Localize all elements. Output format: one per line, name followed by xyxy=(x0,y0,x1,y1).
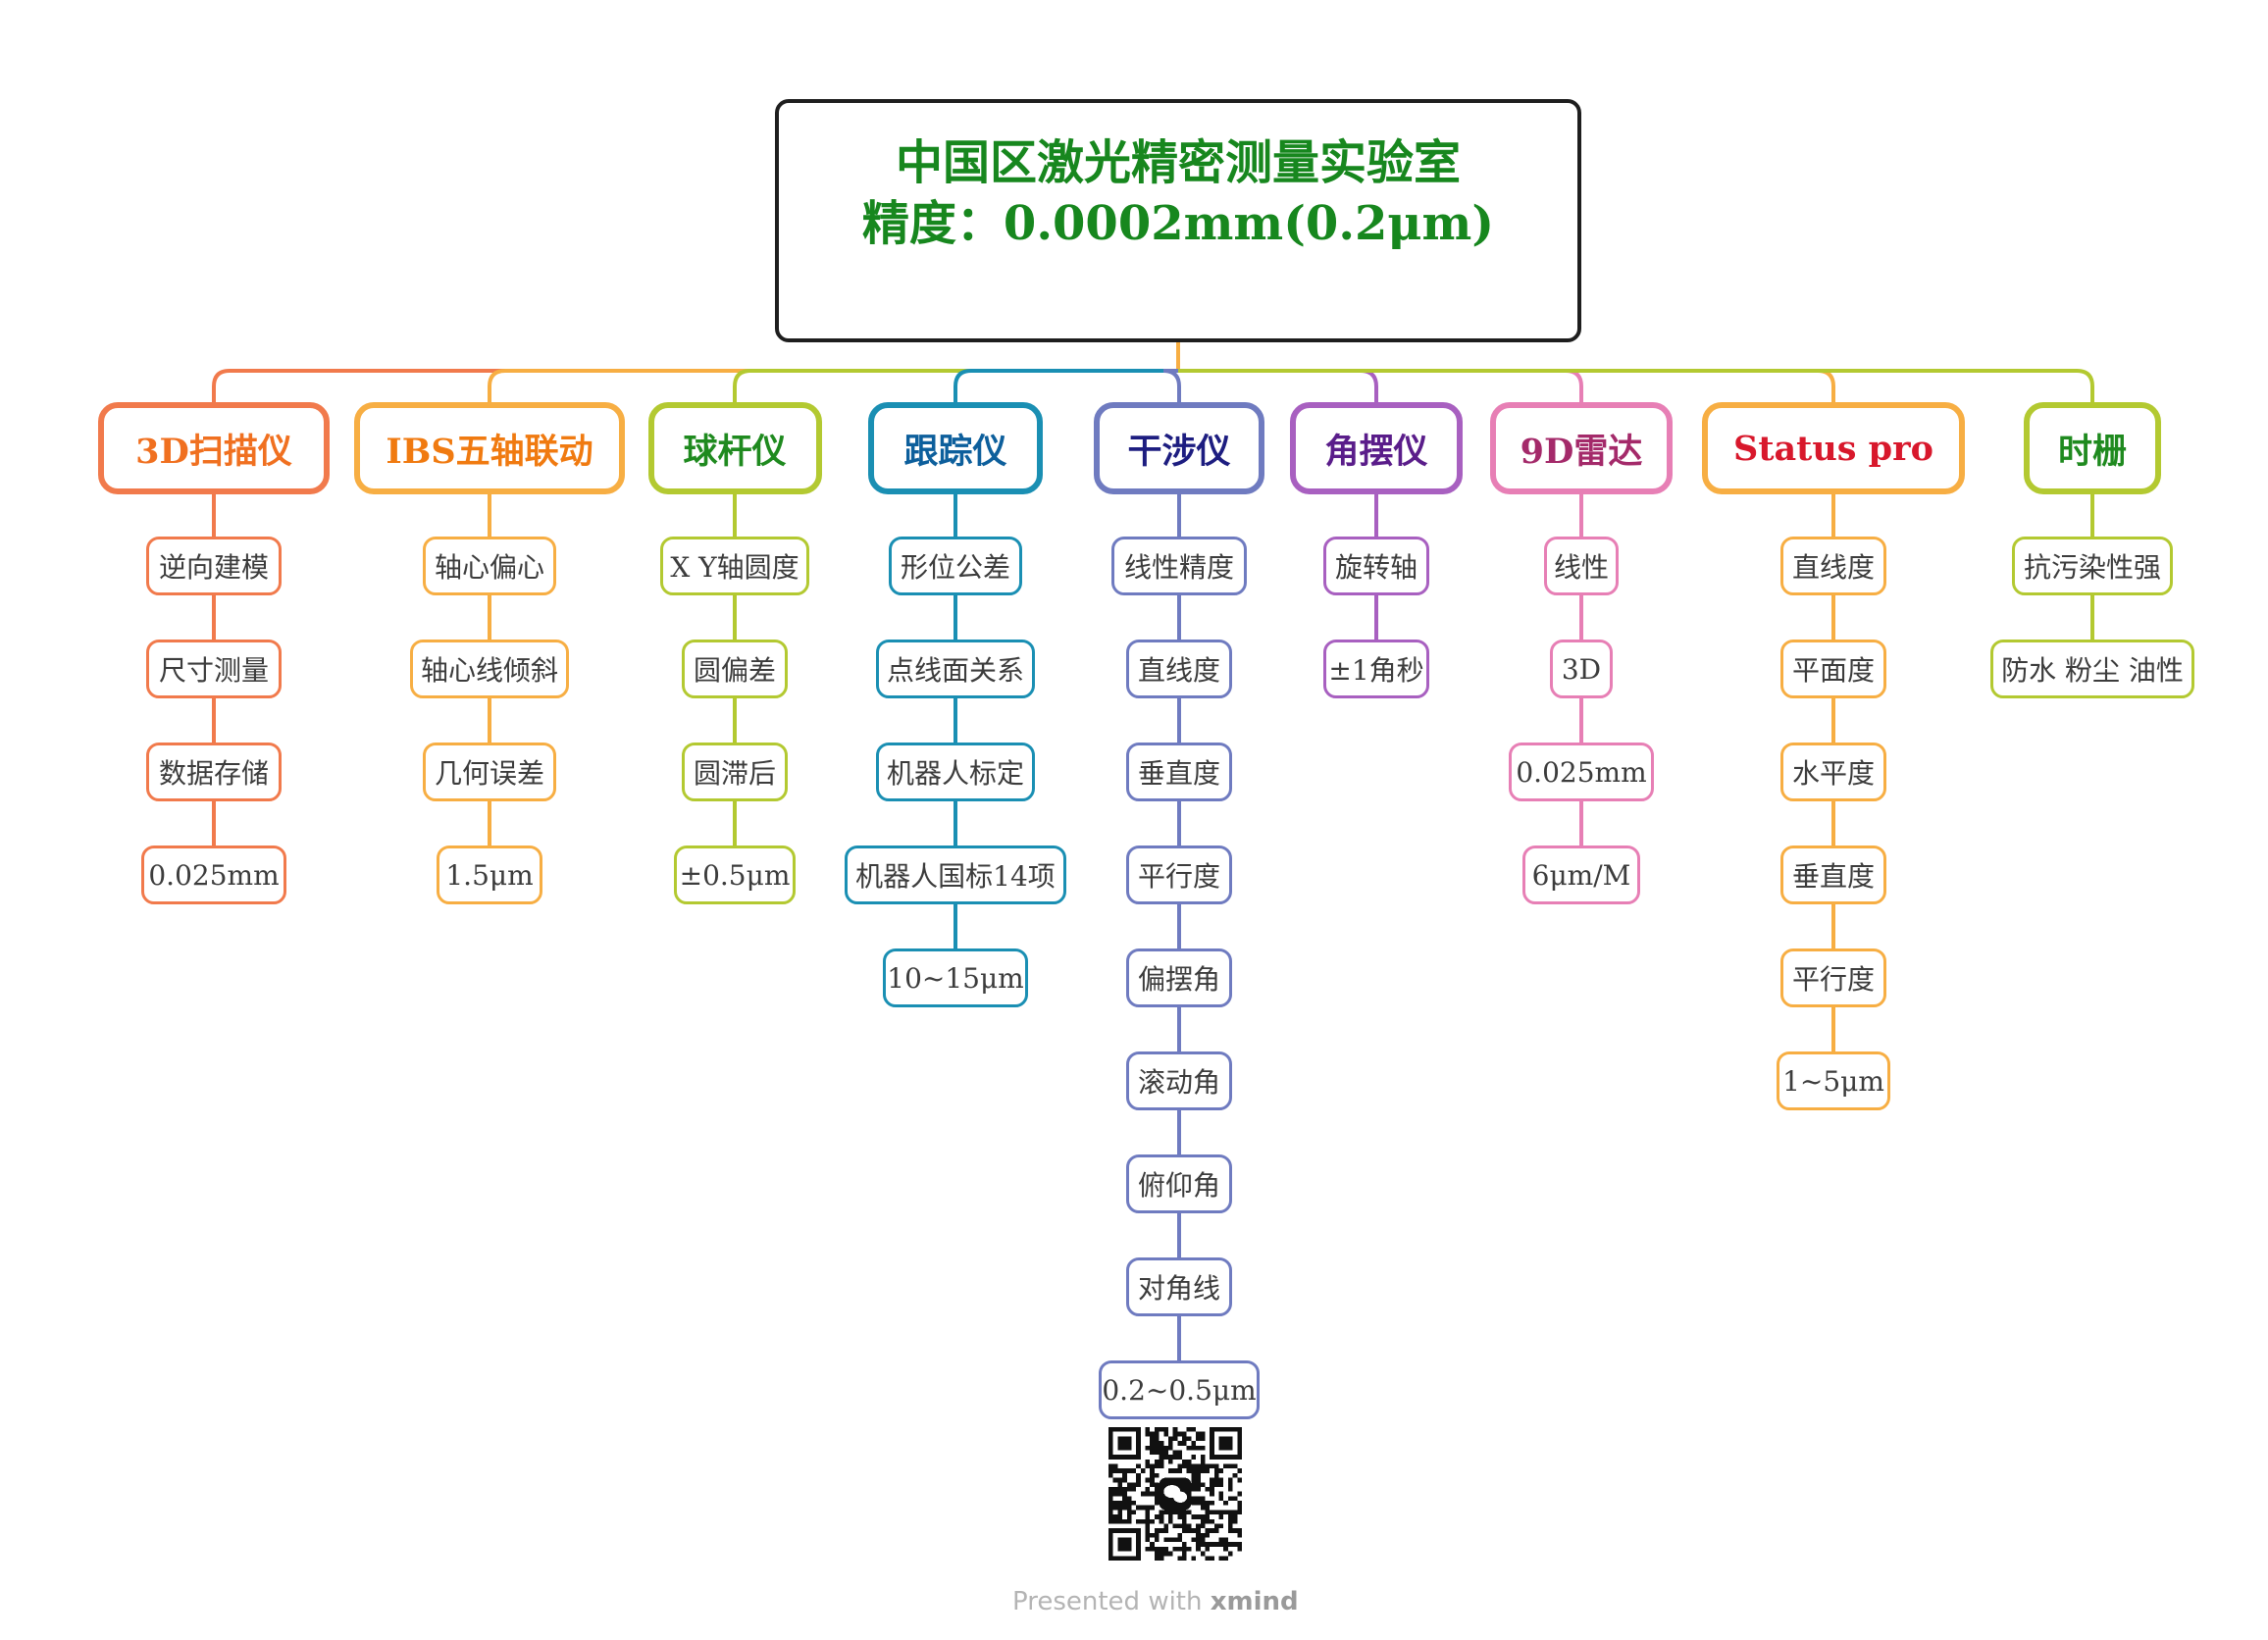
subtopic[interactable]: 俯仰角 xyxy=(1126,1154,1232,1213)
subtopic[interactable]: 机器人标定 xyxy=(876,743,1035,801)
branch-connector xyxy=(212,369,1178,402)
subtopic[interactable]: 平行度 xyxy=(1780,948,1886,1007)
subtopic[interactable]: 0.2~0.5μm xyxy=(1099,1360,1260,1419)
subtopic[interactable]: X Y轴圆度 xyxy=(660,537,809,595)
branch-topic[interactable]: 9D雷达 xyxy=(1490,402,1673,494)
branch-topic[interactable]: 3D扫描仪 xyxy=(98,402,330,494)
subtopic[interactable]: 垂直度 xyxy=(1126,743,1232,801)
subtopic[interactable]: 防水 粉尘 油性 xyxy=(1990,640,2194,698)
subtopic[interactable]: 垂直度 xyxy=(1780,846,1886,904)
subtopic[interactable]: 点线面关系 xyxy=(876,640,1035,698)
subtopic[interactable]: 3D xyxy=(1550,640,1613,698)
subtopic[interactable]: 机器人国标14项 xyxy=(845,846,1066,904)
subtopic[interactable]: 对角线 xyxy=(1126,1257,1232,1316)
subtopic[interactable]: 直线度 xyxy=(1780,537,1886,595)
root-title: 中国区激光精密测量实验室 xyxy=(895,135,1461,190)
subtopic[interactable]: 圆偏差 xyxy=(682,640,788,698)
footer-credit: Presented with xmind xyxy=(1012,1587,1299,1616)
branch-connector xyxy=(1178,369,1378,402)
subtopic[interactable]: 0.025mm xyxy=(1509,743,1654,801)
subtopic[interactable]: 1.5μm xyxy=(437,846,542,904)
subtopic[interactable]: 轴心偏心 xyxy=(423,537,556,595)
subtopic[interactable]: 6μm/M xyxy=(1522,846,1640,904)
subtopic[interactable]: 偏摆角 xyxy=(1126,948,1232,1007)
subtopic[interactable]: 平行度 xyxy=(1126,846,1232,904)
subtopic[interactable]: 圆滞后 xyxy=(682,743,788,801)
subtopic[interactable]: 线性精度 xyxy=(1111,537,1247,595)
subtopic[interactable]: 几何误差 xyxy=(423,743,556,801)
subtopic[interactable]: 数据存储 xyxy=(146,743,282,801)
branch-connector xyxy=(1178,369,2094,402)
subtopic[interactable]: 轴心线倾斜 xyxy=(410,640,569,698)
branch-connector xyxy=(1162,369,1181,402)
subtopic[interactable]: 逆向建模 xyxy=(146,537,282,595)
branch-topic[interactable]: Status pro xyxy=(1702,402,1965,494)
subtopic[interactable]: 10~15μm xyxy=(883,948,1028,1007)
branch-topic[interactable]: IBS五轴联动 xyxy=(354,402,625,494)
branch-topic[interactable]: 跟踪仪 xyxy=(868,402,1043,494)
subtopic[interactable]: 形位公差 xyxy=(889,537,1022,595)
branch-topic[interactable]: 角摆仪 xyxy=(1290,402,1463,494)
branch-topic[interactable]: 时栅 xyxy=(2024,402,2161,494)
branch-connector xyxy=(733,369,1178,402)
branch-topic[interactable]: 干涉仪 xyxy=(1094,402,1264,494)
root-precision: 精度：0.0002mm(0.2μm) xyxy=(861,196,1495,251)
branch-connector xyxy=(1178,369,1835,402)
root-topic[interactable]: 中国区激光精密测量实验室 精度：0.0002mm(0.2μm) xyxy=(775,99,1581,342)
subtopic[interactable]: 水平度 xyxy=(1780,743,1886,801)
subtopic[interactable]: 1~5μm xyxy=(1777,1051,1890,1110)
subtopic[interactable]: 平面度 xyxy=(1780,640,1886,698)
branch-topic[interactable]: 球杆仪 xyxy=(647,402,822,494)
xmind-logo: xmind xyxy=(1210,1587,1299,1616)
subtopic[interactable]: 抗污染性强 xyxy=(2012,537,2173,595)
branch-connector xyxy=(488,369,1178,402)
subtopic[interactable]: 线性 xyxy=(1544,537,1619,595)
subtopic[interactable]: ±1角秒 xyxy=(1323,640,1429,698)
branch-connector xyxy=(1178,369,1583,402)
qr-code-icon xyxy=(1108,1427,1242,1561)
subtopic[interactable]: 直线度 xyxy=(1126,640,1232,698)
subtopic[interactable]: 旋转轴 xyxy=(1323,537,1429,595)
subtopic[interactable]: ±0.5μm xyxy=(674,846,796,904)
subtopic[interactable]: 滚动角 xyxy=(1126,1051,1232,1110)
branch-connector xyxy=(954,369,1178,402)
footer-prefix: Presented with xyxy=(1012,1587,1203,1616)
subtopic[interactable]: 尺寸测量 xyxy=(146,640,282,698)
subtopic[interactable]: 0.025mm xyxy=(141,846,286,904)
